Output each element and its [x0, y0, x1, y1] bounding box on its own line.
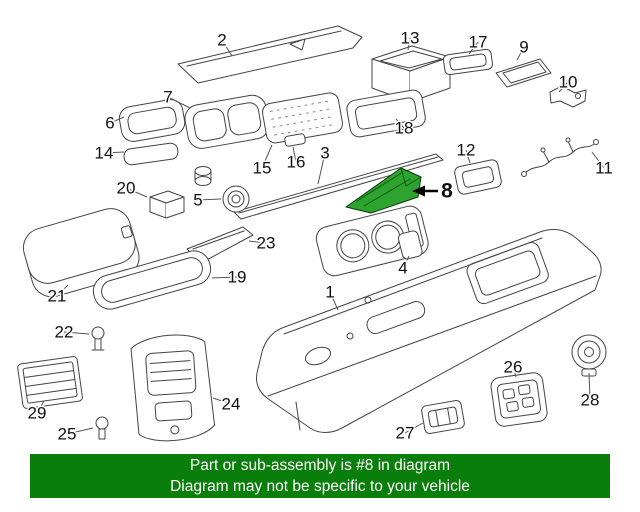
arrow-head-8 — [412, 185, 425, 197]
part-12-art — [454, 159, 502, 195]
part-5-art — [194, 166, 250, 213]
part-label-22[interactable]: 22 — [53, 321, 75, 343]
banner-line-2: Diagram may not be specific to your vehi… — [170, 478, 470, 495]
part-11-art — [521, 137, 599, 177]
leader-line-26 — [512, 366, 517, 378]
part-25-art — [95, 416, 109, 440]
part-label-12[interactable]: 12 — [455, 139, 477, 161]
leader-line-19 — [211, 276, 238, 279]
part-label-8[interactable]: 8 — [440, 178, 455, 204]
part-label-29[interactable]: 29 — [26, 402, 48, 424]
part-label-4[interactable]: 4 — [397, 257, 409, 279]
leader-line-20 — [125, 187, 148, 198]
part-15-art — [262, 92, 343, 144]
part-label-18[interactable]: 18 — [393, 117, 415, 139]
part-label-21[interactable]: 21 — [46, 285, 68, 307]
part-9-art — [495, 58, 552, 88]
part-19-art — [92, 250, 212, 310]
part-7-art — [184, 94, 270, 149]
part-label-2[interactable]: 2 — [216, 29, 228, 51]
part-8-highlighted-art[interactable] — [345, 167, 422, 214]
part-label-17[interactable]: 17 — [467, 31, 489, 53]
part-label-28[interactable]: 28 — [579, 389, 601, 411]
part-label-25[interactable]: 25 — [56, 423, 78, 445]
part-label-6[interactable]: 6 — [104, 112, 116, 134]
part-2-art — [177, 25, 363, 84]
leader-line-15 — [261, 144, 273, 169]
part-14-art — [123, 142, 179, 166]
leader-line-21 — [56, 284, 69, 297]
leader-line-23 — [248, 240, 267, 244]
part-label-7[interactable]: 7 — [162, 86, 174, 108]
leader-line-5 — [197, 198, 222, 201]
part-label-19[interactable]: 19 — [226, 266, 248, 288]
leader-line-12 — [465, 149, 471, 164]
part-16-art — [284, 133, 306, 147]
leader-line-28 — [588, 372, 591, 401]
leader-line-7 — [167, 96, 191, 109]
leader-line-17 — [468, 41, 479, 55]
leader-line-29 — [36, 400, 45, 414]
leader-line-14 — [103, 151, 125, 154]
part-17-art — [442, 48, 494, 76]
part-label-16[interactable]: 16 — [285, 151, 307, 173]
part-label-3[interactable]: 3 — [319, 142, 331, 164]
part-4-art — [397, 230, 423, 260]
part-label-26[interactable]: 26 — [502, 356, 524, 378]
part-label-14[interactable]: 14 — [93, 142, 115, 164]
leader-line-10 — [558, 81, 569, 93]
part-10-art — [549, 85, 587, 108]
highlight-banner: Part or sub-assembly is #8 in diagram Di… — [30, 454, 610, 498]
leader-line-22 — [63, 331, 90, 335]
part-label-1[interactable]: 1 — [324, 281, 336, 303]
cupholder-assembly-art — [315, 205, 429, 277]
leader-line-24 — [212, 397, 232, 405]
part-label-11[interactable]: 11 — [594, 157, 615, 179]
leader-line-27 — [404, 422, 424, 434]
part-label-15[interactable]: 15 — [251, 157, 273, 179]
part-26-art — [490, 372, 548, 427]
part-6-art — [118, 99, 186, 142]
leader-line-4 — [402, 255, 410, 269]
part-28-art — [571, 334, 607, 377]
leader-line-2 — [221, 39, 233, 57]
part-1-art — [256, 229, 602, 433]
part-3-art — [233, 153, 444, 220]
part-label-23[interactable]: 23 — [255, 232, 277, 254]
part-label-9[interactable]: 9 — [518, 36, 530, 58]
part-24-art — [130, 334, 216, 442]
leader-line-9 — [516, 46, 525, 61]
part-29-art — [17, 356, 83, 409]
part-label-10[interactable]: 10 — [557, 71, 579, 93]
part-20-art — [149, 190, 185, 219]
banner-line-1: Part or sub-assembly is #8 in diagram — [189, 457, 451, 474]
leader-line-1 — [329, 291, 339, 311]
part-22-art — [91, 326, 105, 351]
leader-line-11 — [591, 151, 605, 169]
part-label-24[interactable]: 24 — [220, 393, 242, 415]
leader-line-3 — [317, 152, 326, 185]
leader-line-25 — [66, 427, 94, 435]
part-13-art — [371, 45, 451, 103]
part-label-20[interactable]: 20 — [115, 177, 137, 199]
leader-line-13 — [407, 37, 411, 51]
leader-line-16 — [292, 146, 297, 163]
part-label-27[interactable]: 27 — [394, 422, 416, 444]
part-27-art — [421, 400, 465, 434]
part-label-13[interactable]: 13 — [399, 27, 421, 49]
leader-line-18 — [395, 118, 405, 129]
leader-line-6 — [109, 116, 125, 124]
part-label-5[interactable]: 5 — [192, 189, 204, 211]
part-18-art — [346, 89, 426, 138]
